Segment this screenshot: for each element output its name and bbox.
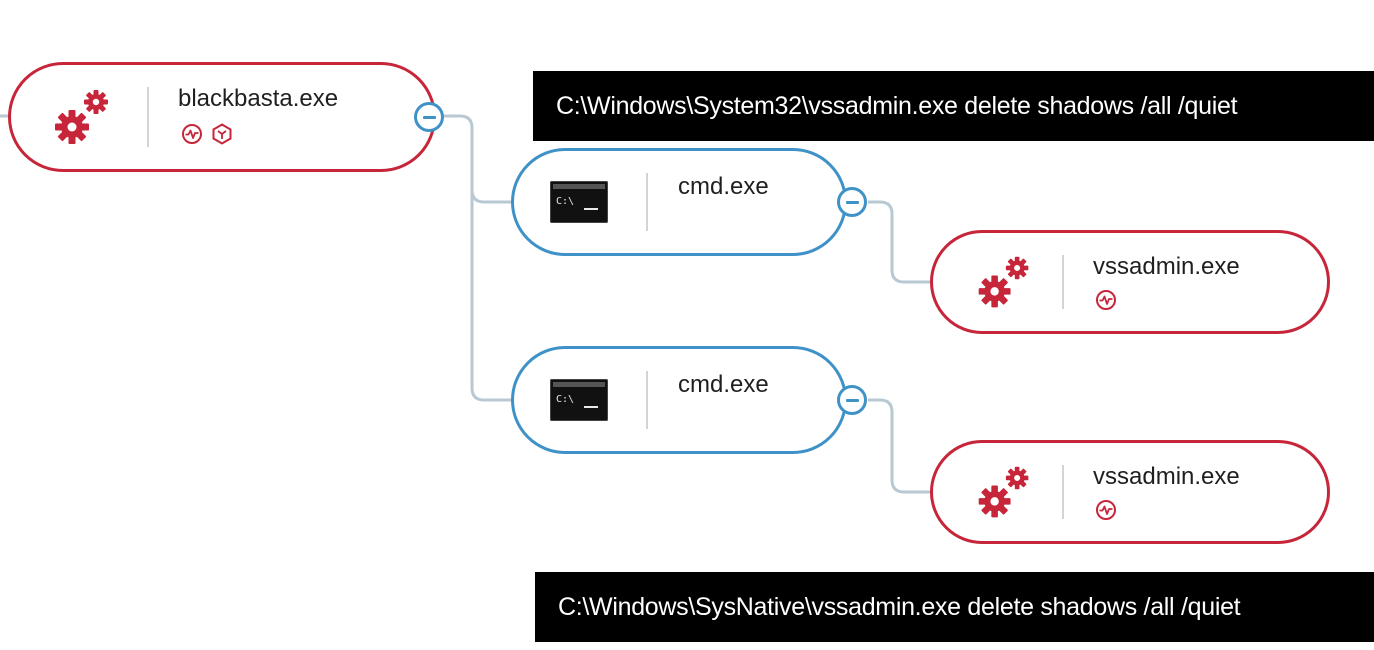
process-node-vssadmin-1[interactable]: vssadmin.exe [930,230,1330,334]
node-separator [646,173,648,231]
minus-icon [845,200,859,204]
activity-icon[interactable] [1095,499,1117,521]
process-name: blackbasta.exe [178,85,339,112]
process-name: vssadmin.exe [1093,253,1240,280]
connector-cmd1-vss1 [868,200,934,284]
command-line-tooltip-top: C:\Windows\System32\vssadmin.exe delete … [533,71,1374,141]
node-separator [1062,465,1064,519]
minus-icon [845,398,859,402]
node-separator [1062,255,1064,309]
connector-root-cmd1 [444,114,516,204]
minus-icon [422,115,436,119]
gears-icon [969,233,1039,331]
gears-icon [47,65,117,169]
command-line-tooltip-bottom: C:\Windows\SysNative\vssadmin.exe delete… [535,572,1374,642]
process-node-blackbasta[interactable]: blackbasta.exe [8,62,436,172]
process-node-cmd-2[interactable]: C:\ cmd.exe [511,346,847,454]
process-node-cmd-1[interactable]: C:\ cmd.exe [511,148,847,256]
activity-icon[interactable] [1095,289,1117,311]
process-name: cmd.exe [678,371,769,398]
activity-icon[interactable] [181,123,203,145]
connector-cmd2-vss2 [868,398,934,494]
collapse-button-cmd-1[interactable] [837,187,867,217]
node-separator [147,87,149,147]
collapse-button-cmd-2[interactable] [837,385,867,415]
collapse-button-root[interactable] [414,102,444,132]
gears-icon [969,443,1039,541]
process-name: cmd.exe [678,173,769,200]
terminal-icon: C:\ [550,181,608,223]
connector-root-cmd2 [470,190,516,402]
process-name: vssadmin.exe [1093,463,1240,490]
terminal-icon: C:\ [550,379,608,421]
node-separator [646,371,648,429]
hexagon-alert-icon[interactable] [211,123,233,145]
process-node-vssadmin-2[interactable]: vssadmin.exe [930,440,1330,544]
